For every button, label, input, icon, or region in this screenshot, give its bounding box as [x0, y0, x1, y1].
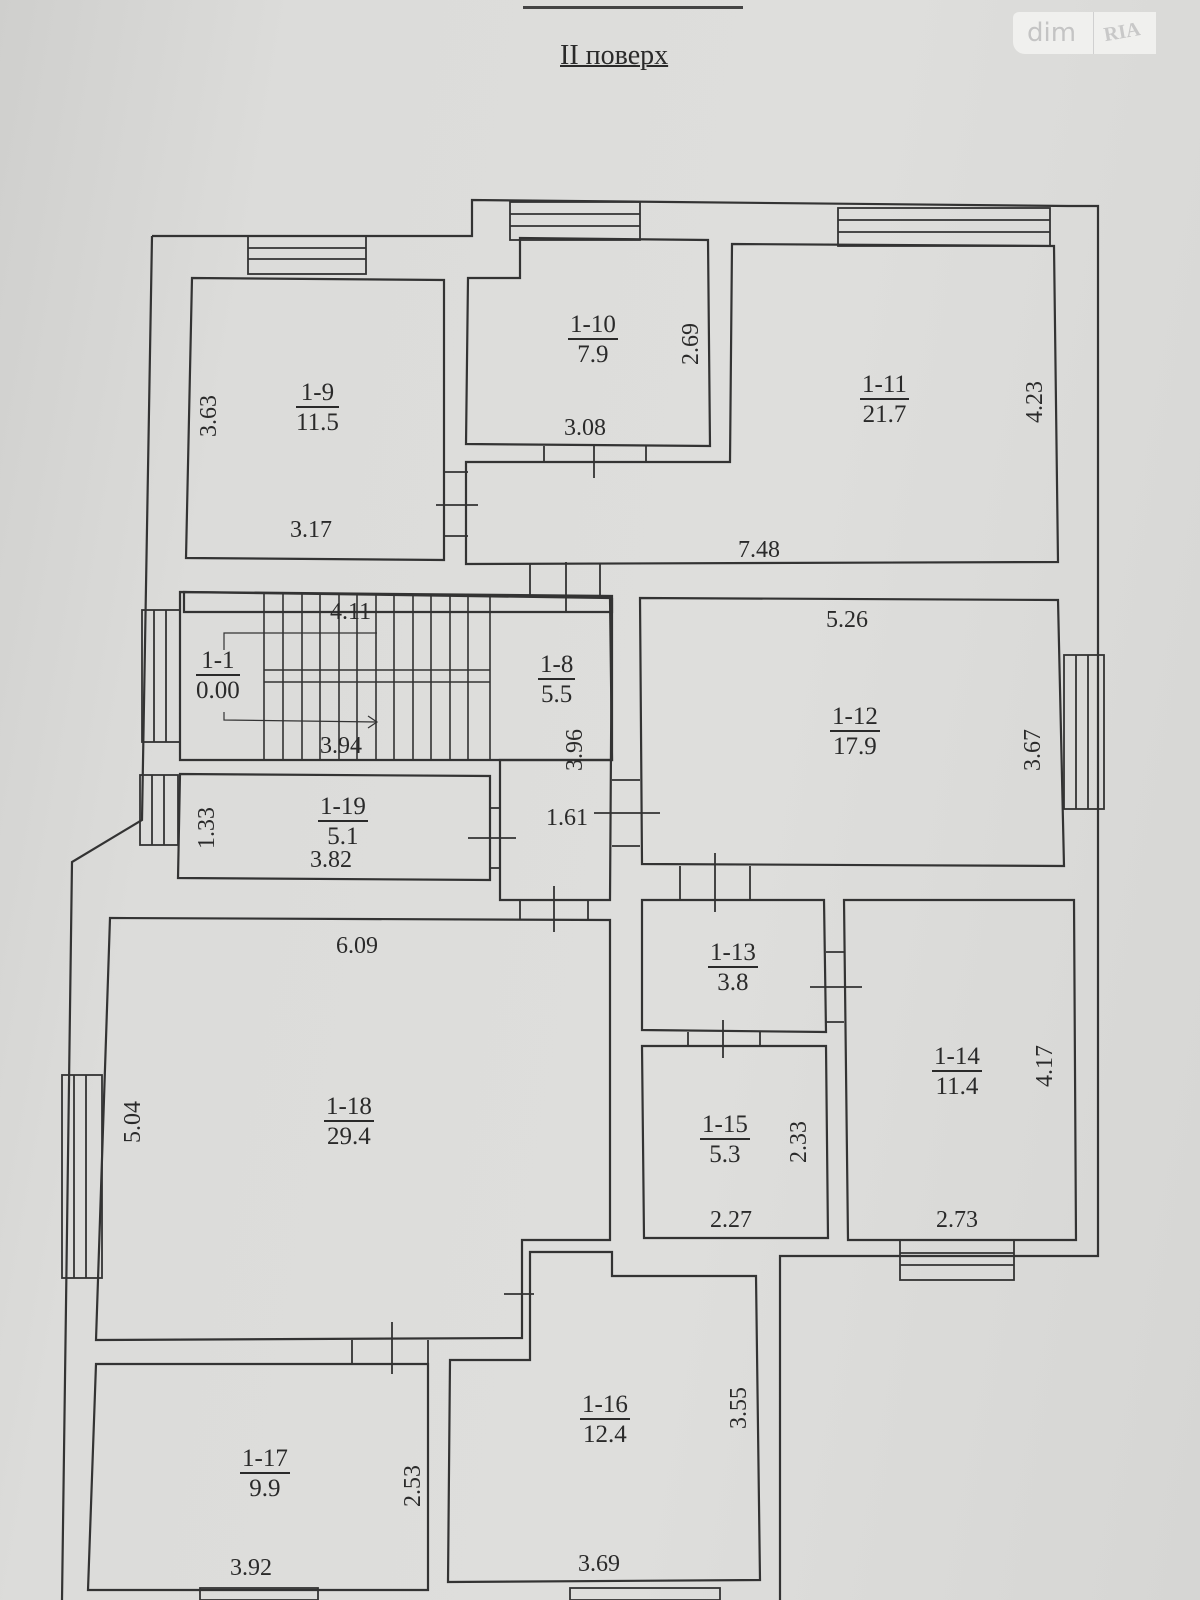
dim-1-8-height: 3.96 — [562, 729, 588, 771]
dim-1-10-height: 2.69 — [678, 323, 704, 365]
floor-title: II поверх — [560, 40, 669, 71]
watermark-dim-text: dim — [1027, 18, 1077, 48]
dim-1-14-width: 2.73 — [936, 1207, 978, 1233]
dim-1-1-bottom: 3.94 — [320, 733, 362, 759]
dim-1-12-height: 3.67 — [1020, 729, 1046, 771]
dim-1-17-width: 3.92 — [230, 1555, 272, 1581]
dim-1-8-width: 1.61 — [546, 805, 588, 831]
watermark-divider — [1093, 12, 1094, 54]
watermark-dimria: dim RIA — [1013, 12, 1156, 54]
dim-1-9-width: 3.17 — [290, 517, 332, 543]
outer-walls — [60, 198, 1100, 1600]
door-markers — [351, 444, 862, 1374]
dim-1-11-height: 4.23 — [1022, 381, 1048, 423]
dim-1-14-height: 4.17 — [1032, 1045, 1058, 1087]
dim-1-11-width: 7.48 — [738, 537, 780, 563]
dim-1-15-width: 2.27 — [710, 1207, 752, 1233]
staircase — [223, 594, 491, 760]
dim-1-10-width: 3.08 — [564, 415, 606, 441]
top-rule — [523, 0, 743, 9]
dim-1-1-top: 4.11 — [330, 599, 372, 625]
dim-1-19-height: 1.33 — [194, 807, 220, 849]
dim-1-17-height: 2.53 — [400, 1465, 426, 1507]
dim-1-19-width: 3.82 — [310, 847, 352, 873]
dim-1-16-width: 3.69 — [578, 1551, 620, 1577]
dim-1-18-width: 6.09 — [336, 933, 378, 959]
dim-1-9-height: 3.63 — [196, 395, 222, 437]
room-walls — [86, 236, 1078, 1592]
dim-1-16-height: 3.55 — [726, 1387, 752, 1429]
dim-1-12-width: 5.26 — [826, 607, 868, 633]
dim-1-18-height: 5.04 — [120, 1101, 146, 1143]
dim-1-15-height: 2.33 — [786, 1121, 812, 1163]
